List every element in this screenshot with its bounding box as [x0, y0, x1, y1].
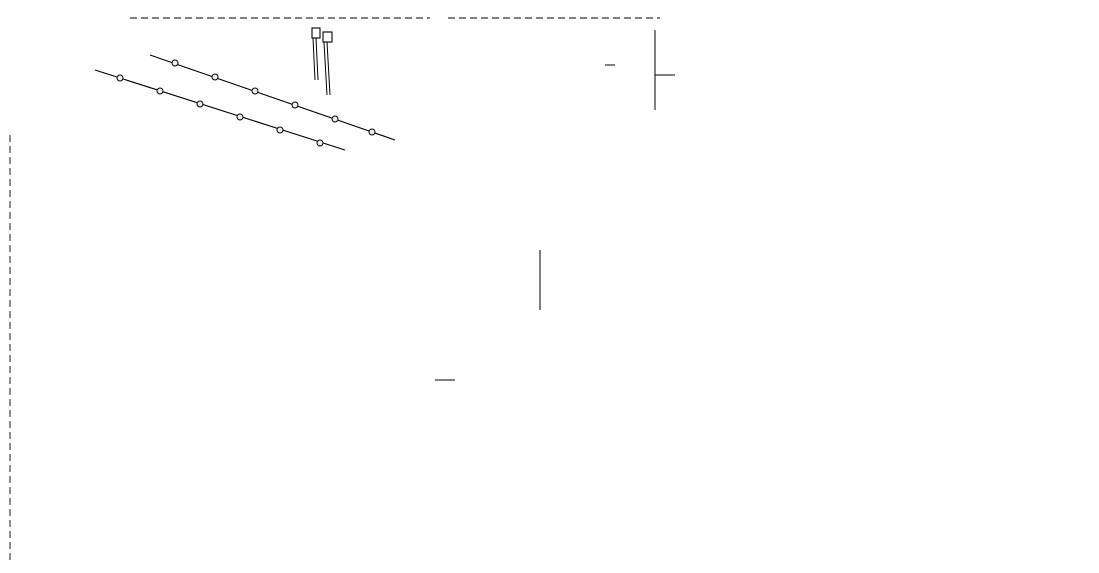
bolt-20 — [311, 27, 321, 81]
assembly-frames — [9, 17, 675, 560]
bolt-32 — [322, 31, 333, 96]
rocker-shaft-lower — [94, 69, 346, 151]
rocker-shaft-upper — [149, 54, 396, 141]
